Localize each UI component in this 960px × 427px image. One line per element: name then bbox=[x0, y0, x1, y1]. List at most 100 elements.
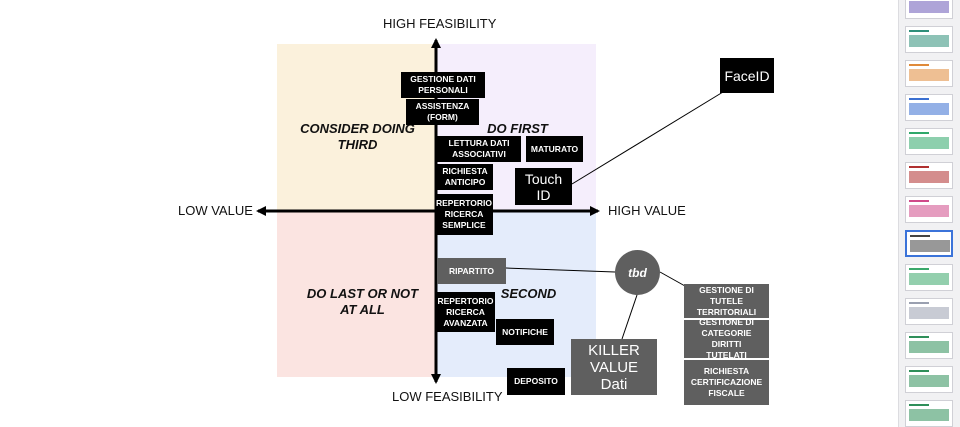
item-line: AVANZATA bbox=[443, 317, 488, 328]
slide-canvas: HIGH FEASIBILITY LOW FEASIBILITY LOW VAL… bbox=[178, 16, 774, 405]
thumbnail-content-block bbox=[909, 137, 949, 149]
thumbnail-title-bar bbox=[909, 404, 929, 406]
item-maturato[interactable]: MATURATO bbox=[526, 136, 583, 162]
quadrant-label-line: CONSIDER DOING bbox=[300, 121, 415, 136]
quadrant-label-line: AT ALL bbox=[340, 302, 385, 317]
item-line: GESTIONE DI bbox=[699, 284, 754, 295]
axis-label-low-value: LOW VALUE bbox=[178, 203, 253, 218]
connector-touchid-faceid bbox=[571, 91, 724, 185]
slide-thumbnail[interactable] bbox=[905, 230, 953, 257]
item-line: Touch bbox=[524, 170, 563, 187]
thumbnail-content-block bbox=[909, 103, 949, 115]
slide-thumbnail[interactable] bbox=[905, 162, 953, 189]
item-face-id[interactable]: FaceID bbox=[720, 58, 774, 93]
slide-thumbnail[interactable] bbox=[905, 60, 953, 87]
thumbnail-content-block bbox=[909, 307, 949, 319]
item-line: RICERCA bbox=[444, 209, 484, 219]
item-ripartito[interactable]: RIPARTITO bbox=[437, 258, 506, 284]
item-line: CERTIFICAZIONE bbox=[690, 377, 763, 387]
thumbnail-content-block bbox=[909, 205, 949, 217]
thumbnail-title-bar bbox=[909, 98, 929, 100]
thumbnail-content-block bbox=[909, 35, 949, 47]
item-line: REPERTORIO bbox=[435, 198, 493, 208]
thumbnail-content-block bbox=[909, 273, 949, 285]
item-line: ANTICIPO bbox=[444, 177, 486, 187]
item-line: REPERTORIO bbox=[437, 295, 494, 306]
thumbnail-title-bar bbox=[909, 30, 929, 32]
axis-label-high-feasibility: HIGH FEASIBILITY bbox=[383, 16, 497, 31]
thumbnail-title-bar bbox=[909, 370, 929, 372]
item-line: RICERCA bbox=[446, 306, 485, 317]
item-line: TUTELATI bbox=[706, 350, 747, 360]
quadrant-bottom-left bbox=[277, 211, 436, 377]
item-line: ASSOCIATIVI bbox=[452, 149, 506, 159]
quadrant-label-consider-third: CONSIDER DOING THIRD bbox=[290, 121, 425, 153]
quadrant-label-do-last: DO LAST OR NOT AT ALL bbox=[290, 286, 435, 318]
item-line: SEMPLICE bbox=[442, 220, 486, 230]
item-line: RICHIESTA bbox=[442, 166, 488, 176]
item-deposito[interactable]: DEPOSITO bbox=[507, 368, 565, 395]
quadrant-label-line: DO LAST OR NOT bbox=[306, 286, 419, 301]
slide-thumbnail-panel[interactable] bbox=[898, 0, 960, 427]
thumbnail-title-bar bbox=[909, 268, 929, 270]
item-line: RICHIESTA bbox=[703, 366, 750, 376]
item-line: ASSISTENZA bbox=[415, 101, 470, 111]
connector-tbd-tutele bbox=[659, 271, 686, 287]
thumbnail-content-block bbox=[909, 1, 949, 13]
item-line: PERSONALI bbox=[418, 85, 468, 95]
quadrant-label-line: THIRD bbox=[337, 137, 378, 152]
thumbnail-title-bar bbox=[909, 302, 929, 304]
thumbnail-title-bar bbox=[909, 336, 929, 338]
thumbnail-title-bar bbox=[909, 64, 929, 66]
thumbnail-title-bar bbox=[909, 132, 929, 134]
item-line: KILLER bbox=[588, 341, 640, 359]
item-line: Dati bbox=[600, 375, 628, 393]
quadrant-top-left bbox=[277, 44, 436, 211]
thumbnail-content-block bbox=[909, 69, 949, 81]
item-notifiche[interactable]: NOTIFICHE bbox=[496, 319, 554, 345]
item-line: TERRITORIALI bbox=[696, 306, 757, 317]
slide-thumbnail[interactable] bbox=[905, 94, 953, 121]
slide-thumbnail[interactable] bbox=[905, 26, 953, 53]
tbd-circle[interactable]: tbd bbox=[615, 250, 660, 295]
thumbnail-title-bar bbox=[909, 166, 929, 168]
slide-thumbnail[interactable] bbox=[905, 128, 953, 155]
slide-thumbnail[interactable] bbox=[905, 0, 953, 19]
item-line: GESTIONE DI bbox=[699, 317, 754, 327]
thumbnail-title-bar bbox=[910, 235, 930, 237]
axis-label-high-value: HIGH VALUE bbox=[608, 203, 686, 218]
quadrant-label-second: SECOND bbox=[500, 286, 557, 301]
thumbnail-content-block bbox=[909, 171, 949, 183]
thumbnail-content-block bbox=[909, 375, 949, 387]
slide-thumbnail[interactable] bbox=[905, 298, 953, 325]
connector-ripartito-tbd bbox=[505, 267, 616, 273]
item-line: ID bbox=[536, 186, 551, 203]
item-line: VALUE bbox=[589, 358, 639, 376]
slide-thumbnail[interactable] bbox=[905, 366, 953, 393]
item-assistenza-form[interactable]: ASSISTENZA(FORM) bbox=[406, 99, 479, 125]
item-line: (FORM) bbox=[427, 112, 458, 122]
slide-thumbnail[interactable] bbox=[905, 196, 953, 223]
item-line: CATEGORIE DIRITTI bbox=[701, 328, 752, 349]
thumbnail-content-block bbox=[909, 409, 949, 421]
item-line: GESTIONE DATI bbox=[410, 74, 476, 84]
item-line: LETTURA DATI bbox=[448, 138, 510, 148]
thumbnail-title-bar bbox=[909, 200, 929, 202]
thumbnail-content-block bbox=[910, 240, 950, 252]
slide-thumbnail[interactable] bbox=[905, 400, 953, 427]
quadrant-label-do-first: DO FIRST bbox=[487, 121, 548, 136]
thumbnail-content-block bbox=[909, 341, 949, 353]
slide-thumbnail[interactable] bbox=[905, 332, 953, 359]
item-line: FISCALE bbox=[708, 388, 745, 398]
slide-thumbnail[interactable] bbox=[905, 264, 953, 291]
